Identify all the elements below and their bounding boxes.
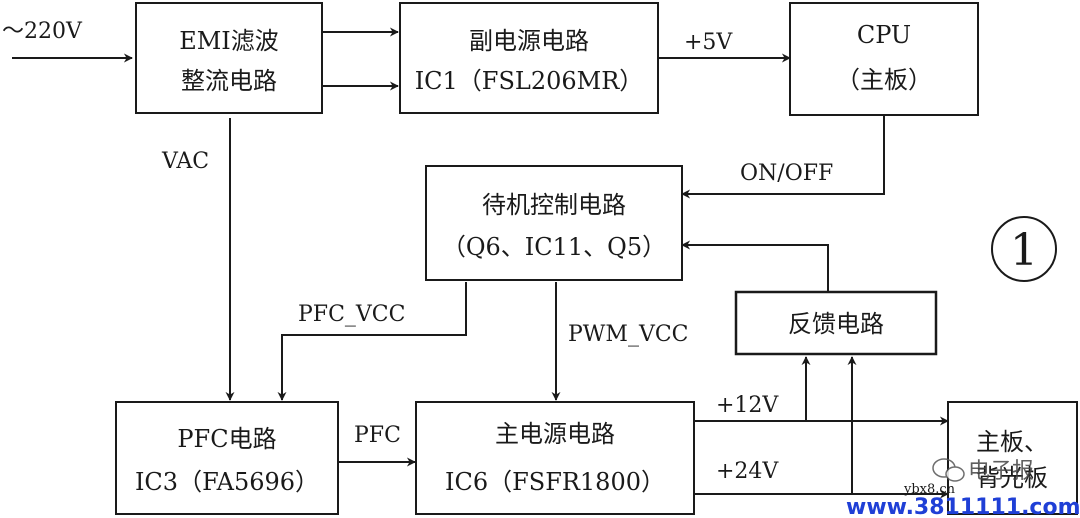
- aux-line2: IC1（FSL206MR）: [415, 67, 644, 95]
- plus12v-label: +12V: [716, 393, 779, 418]
- standby-line2: （Q6、IC11、Q5）: [442, 233, 666, 261]
- main-power-block: 主电源电路 IC6（FSFR1800）: [415, 401, 695, 515]
- plus5v-label: +5V: [684, 30, 733, 55]
- feedback-label: 反馈电路: [788, 310, 884, 338]
- standby-line1: 待机控制电路: [482, 191, 626, 219]
- emi-line2: 整流电路: [181, 67, 277, 95]
- pfc-line2: IC3（FA5696）: [135, 468, 319, 496]
- onoff-arrow: [681, 115, 885, 199]
- wechat-watermark: 电子报: [932, 458, 1034, 484]
- main-line1: 主电源电路: [495, 420, 615, 448]
- mainboard-line2: 背光板: [976, 464, 1048, 492]
- pfc-vcc-arrow: [277, 282, 467, 401]
- mainboard-line1: 主板、: [976, 428, 1048, 456]
- feedback-block: 反馈电路: [734, 290, 938, 356]
- wechat-icon: [932, 458, 965, 482]
- pfc-vcc-label: PFC_VCC: [298, 302, 405, 327]
- site-url-watermark: www.3811111.com: [846, 495, 1080, 518]
- site-small-watermark: ybx8.cn: [903, 482, 956, 497]
- mainboard-block: 主板、 背光板: [947, 401, 1078, 515]
- emi-filter-block: EMI滤波 整流电路: [135, 2, 323, 114]
- pfc-block: PFC电路 IC3（FA5696）: [115, 401, 339, 515]
- figure-number: 1: [1010, 225, 1038, 276]
- feedback-to-standby-arrow: [681, 240, 829, 292]
- pfc-signal-label: PFC: [354, 423, 401, 448]
- cpu-line2: （主板）: [836, 66, 932, 94]
- onoff-label: ON/OFF: [740, 161, 833, 186]
- figure-number-badge: 1: [991, 216, 1057, 282]
- standby-control-block: 待机控制电路 （Q6、IC11、Q5）: [425, 165, 683, 281]
- emi-line1: EMI滤波: [179, 27, 279, 55]
- aux-line1: 副电源电路: [469, 27, 589, 55]
- wechat-name: 电子报: [968, 459, 1034, 484]
- aux-power-block: 副电源电路 IC1（FSL206MR）: [399, 2, 659, 114]
- vac-label: VAC: [161, 149, 209, 174]
- main-line2: IC6（FSFR1800）: [445, 468, 665, 496]
- cpu-line1: CPU: [857, 21, 911, 49]
- pwm-vcc-label: PWM_VCC: [568, 322, 689, 347]
- pfc-line1: PFC电路: [177, 425, 276, 453]
- input-label: ～220V: [2, 19, 83, 44]
- cpu-block: CPU （主板）: [789, 2, 979, 116]
- plus24v-label: +24V: [716, 459, 779, 484]
